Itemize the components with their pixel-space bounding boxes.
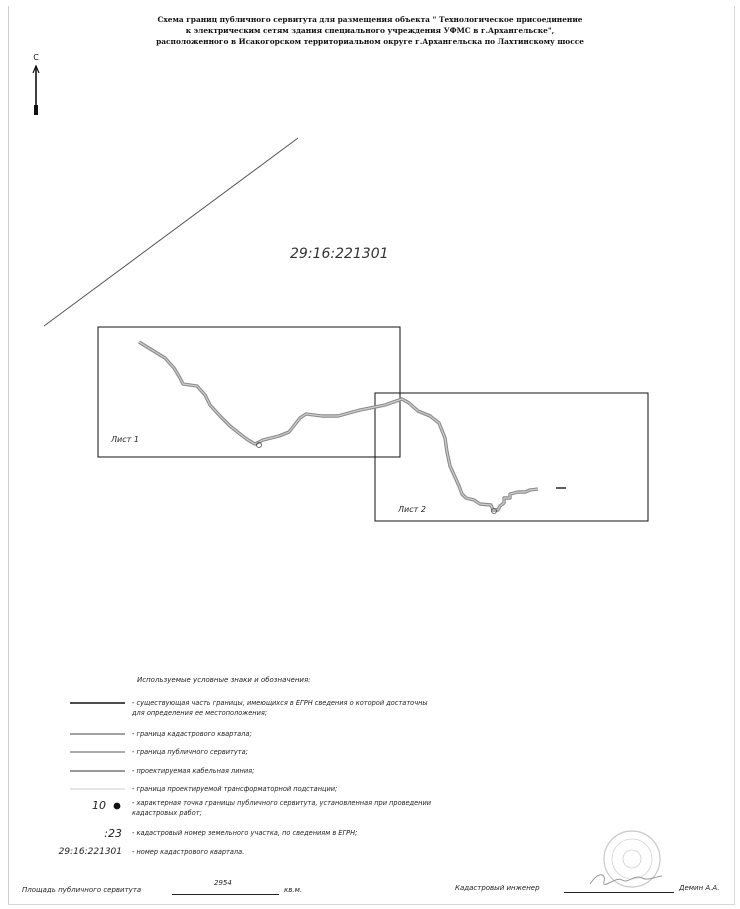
cadastral-quarter-label: 29:16:221301 — [290, 246, 389, 262]
legend-quarter-label: 29:16:221301 — [58, 847, 122, 857]
engineer-label: Кадастровый инженер — [455, 884, 540, 892]
sheet-1-frame — [97, 326, 401, 458]
characteristic-point-marker — [491, 508, 497, 514]
legend-sample-cable-line — [70, 770, 125, 772]
north-arrow: С — [30, 53, 48, 123]
point-marker-icon — [113, 802, 121, 810]
signature-line — [564, 882, 674, 893]
cable-line-inner — [138, 341, 539, 511]
north-arrow-icon — [32, 64, 40, 115]
legend-text: - характерная точка границы публичного с… — [132, 799, 432, 817]
title-line-1: Схема границ публичного сервитута для ра… — [157, 15, 583, 24]
legend-point-label: 10 — [92, 799, 106, 812]
signature-icon — [589, 874, 663, 885]
legend-text: - граница публичного сервитута; — [132, 748, 248, 756]
scheme-title: Схема границ публичного сервитута для ра… — [70, 14, 670, 47]
legend-text: - номер кадастрового квартала. — [132, 848, 245, 856]
title-line-3: расположенного в Исакогорском территориа… — [156, 37, 584, 46]
sheet-1-label: Лист 1 — [111, 435, 139, 444]
legend-text: - проектируемая кабельная линия; — [132, 767, 255, 775]
legend-sample-substation — [70, 788, 125, 790]
legend-parcel-label: :23 — [104, 827, 122, 840]
legend-text: - граница кадастрового квартала; — [132, 730, 252, 738]
area-unit: кв.м. — [284, 886, 303, 894]
legend-sample-existing-boundary — [70, 702, 125, 704]
legend-sample-servitude-boundary — [70, 751, 125, 753]
engineer-name: Демин А.А. — [679, 884, 720, 892]
cadastral-quarter-boundary — [43, 137, 299, 327]
legend-sample-quarter-boundary — [70, 733, 125, 735]
title-line-2: к электрическим сетям здания специальног… — [185, 26, 555, 35]
sheet-2-label: Лист 2 — [398, 505, 426, 514]
page-frame — [8, 6, 735, 905]
cable-line-outer — [138, 340, 539, 512]
legend-text: - существующая часть границы, имеющихся … — [132, 699, 428, 717]
area-value-line — [172, 884, 279, 895]
area-label: Площадь публичного сервитута — [22, 886, 142, 894]
legend-text: - кадастровый номер земельного участка, … — [132, 829, 358, 837]
characteristic-point-marker — [256, 442, 262, 448]
area-value: 2954 — [214, 879, 232, 887]
legend-title: Используемые условные знаки и обозначени… — [137, 676, 311, 684]
legend-text: - граница проектируемой трансформаторной… — [132, 785, 338, 793]
sheet-2-frame — [374, 392, 649, 522]
north-label: С — [33, 53, 39, 62]
